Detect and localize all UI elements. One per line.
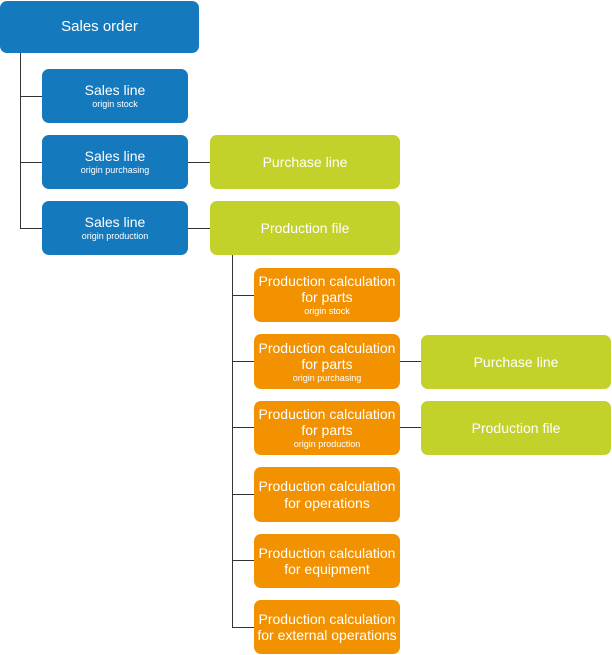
sales-line-stock-node[interactable]: Sales line origin stock — [42, 69, 188, 123]
sales-line-origin: origin production — [81, 231, 149, 242]
sales-line-origin: origin stock — [92, 99, 138, 110]
production-file-label: Production file — [260, 219, 350, 236]
sub-production-file-node[interactable]: Production file — [421, 401, 611, 455]
calc-line2: for parts — [301, 289, 353, 306]
calc-line1: Production calculation — [258, 406, 396, 423]
sales-line-origin: origin purchasing — [80, 165, 150, 176]
sales-order-label: Sales order — [61, 18, 138, 36]
calc-parts-stock-node[interactable]: Production calculation for parts origin … — [254, 268, 400, 322]
calc-line2: for parts — [301, 422, 353, 439]
calc-line1: Production calculation — [258, 478, 396, 495]
sub-production-file-label: Production file — [471, 419, 561, 436]
calc-line2: for operations — [284, 494, 370, 511]
calc-parts-purchasing-node[interactable]: Production calculation for parts origin … — [254, 334, 400, 389]
calc-line2: for parts — [301, 355, 353, 372]
production-file-node[interactable]: Production file — [210, 201, 400, 255]
sales-order-node[interactable]: Sales order — [0, 1, 199, 53]
calc-origin: origin stock — [304, 306, 350, 317]
calc-line1: Production calculation — [258, 544, 396, 561]
calc-origin: origin purchasing — [292, 372, 362, 383]
sub-purchase-line-label: Purchase line — [473, 353, 559, 370]
calc-parts-production-node[interactable]: Production calculation for parts origin … — [254, 401, 400, 455]
calc-line1: Production calculation — [258, 610, 396, 627]
calc-operations-node[interactable]: Production calculation for operations — [254, 467, 400, 522]
sales-line-label: Sales line — [84, 82, 146, 99]
calc-line1: Production calculation — [258, 273, 396, 290]
calc-line2: for equipment — [284, 561, 370, 577]
calc-line2: for external operations — [257, 627, 397, 643]
sub-purchase-line-node[interactable]: Purchase line — [421, 335, 611, 389]
calc-line1: Production calculation — [258, 339, 396, 356]
calc-external-operations-node[interactable]: Production calculation for external oper… — [254, 600, 400, 654]
purchase-line-node[interactable]: Purchase line — [210, 135, 400, 189]
purchase-line-label: Purchase line — [262, 153, 348, 170]
sales-line-production-node[interactable]: Sales line origin production — [42, 201, 188, 255]
sales-line-purchasing-node[interactable]: Sales line origin purchasing — [42, 135, 188, 189]
calc-origin: origin production — [293, 439, 361, 450]
sales-line-label: Sales line — [84, 148, 146, 165]
calc-equipment-node[interactable]: Production calculation for equipment — [254, 534, 400, 588]
sales-line-label: Sales line — [84, 214, 146, 231]
